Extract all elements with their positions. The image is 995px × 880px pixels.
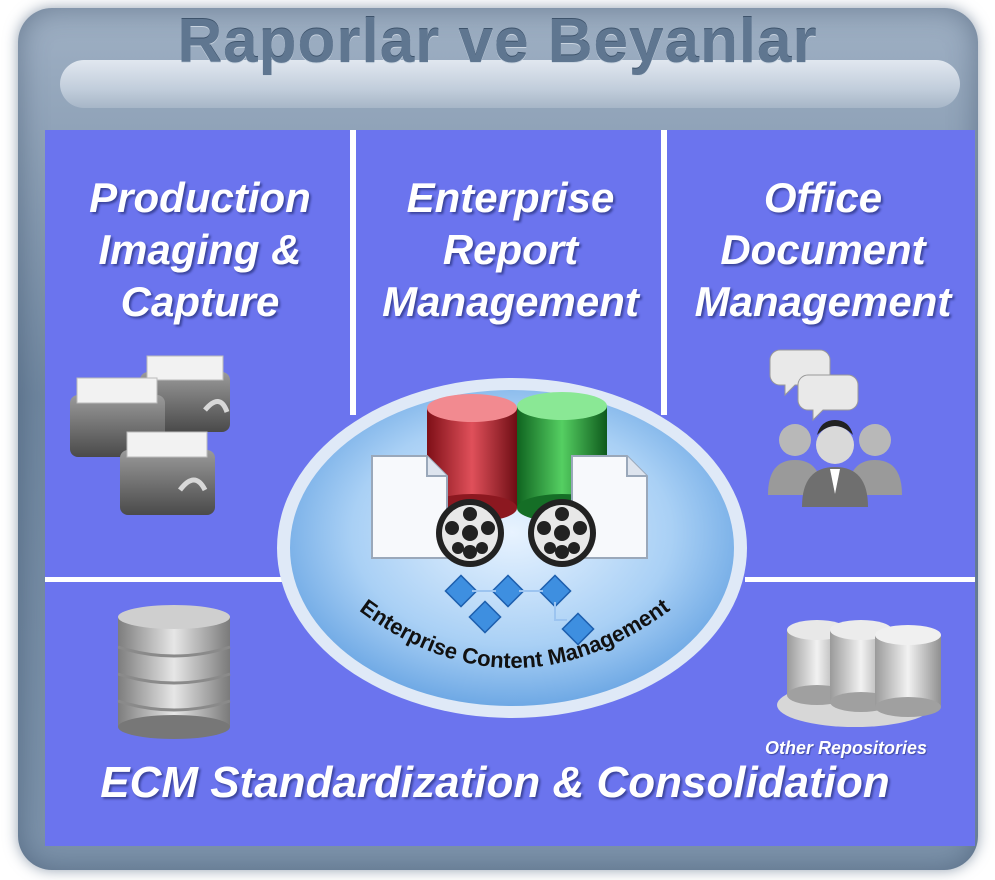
section-office-document-heading: Office Document Management <box>668 172 978 328</box>
title-bar-highlight <box>60 60 960 108</box>
section-production-heading: Production Imaging & Capture <box>55 172 345 328</box>
section-line: Production <box>89 174 311 221</box>
document-icon-left <box>371 455 448 559</box>
section-line: Capture <box>120 278 280 325</box>
divider-left <box>350 130 356 415</box>
section-line: Office <box>763 174 883 221</box>
film-reel-icon-right <box>528 499 596 567</box>
film-reel-icon-left <box>436 499 504 567</box>
ecm-center-diagram: Enterprise Content Management <box>277 378 747 718</box>
section-line: Document <box>720 226 926 273</box>
divider-horizontal-right <box>745 577 975 582</box>
speech-bubble-icon <box>769 349 859 422</box>
divider-right <box>661 130 667 415</box>
other-repositories-icon <box>777 620 941 727</box>
other-repositories-label: Other Repositories <box>765 738 928 758</box>
divider-horizontal-left <box>45 577 295 582</box>
database-stack-icon <box>117 605 231 739</box>
workflow-diagram-icon <box>444 574 595 646</box>
section-line: Management <box>382 278 639 325</box>
people-discussion-icon <box>768 349 902 507</box>
ecm-standardization-title: ECM Standardization & Consolidation <box>100 758 890 807</box>
section-line: Imaging & <box>98 226 302 273</box>
section-line: Enterprise <box>406 174 615 221</box>
imaging-folders-icon <box>70 355 230 515</box>
section-line: Report <box>442 226 579 273</box>
page-title: Raporlar ve Beyanlar <box>177 7 818 76</box>
section-enterprise-report-heading: Enterprise Report Management <box>358 172 663 328</box>
section-line: Management <box>694 278 952 325</box>
